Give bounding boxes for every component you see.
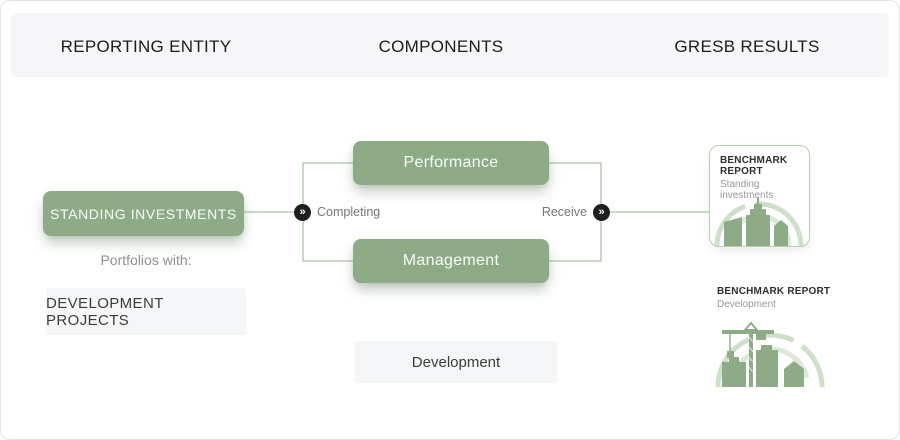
development-projects-node: DEVELOPMENT PROJECTS (46, 288, 246, 335)
card-text: BENCHMARK REPORT Standing investments (710, 146, 809, 201)
benchmark-report-card-standing-investments: BENCHMARK REPORT Standing investments (709, 145, 810, 247)
management-node[interactable]: Management (353, 239, 549, 283)
card-title: BENCHMARK REPORT (720, 155, 788, 177)
column-header-gresb-results: GRESB RESULTS (674, 37, 820, 56)
chevron-right-icon: » (294, 204, 311, 221)
card-text: BENCHMARK REPORT Development (706, 281, 834, 310)
receive-label: Receive (541, 205, 587, 219)
card-subtitle: Standing investments (720, 179, 774, 201)
column-header-reporting-entity: REPORTING ENTITY (60, 37, 232, 56)
construction-crane-icon (715, 321, 825, 387)
completing-label: Completing (317, 205, 381, 219)
standing-investments-node[interactable]: STANDING INVESTMENTS (43, 191, 244, 236)
card-subtitle: Development (717, 299, 776, 310)
chevron-glyph: » (299, 205, 306, 218)
chevron-right-icon: » (593, 204, 610, 221)
development-node: Development (355, 341, 557, 383)
header-band (11, 13, 889, 77)
city-skyline-icon (714, 197, 804, 246)
column-header-components: COMPONENTS (378, 37, 504, 56)
benchmark-report-card-development: BENCHMARK REPORT Development (706, 281, 834, 389)
chevron-glyph: » (598, 205, 605, 218)
card-title: BENCHMARK REPORT (717, 286, 831, 297)
performance-node[interactable]: Performance (353, 141, 549, 185)
portfolios-with-label: Portfolios with: (100, 252, 192, 268)
